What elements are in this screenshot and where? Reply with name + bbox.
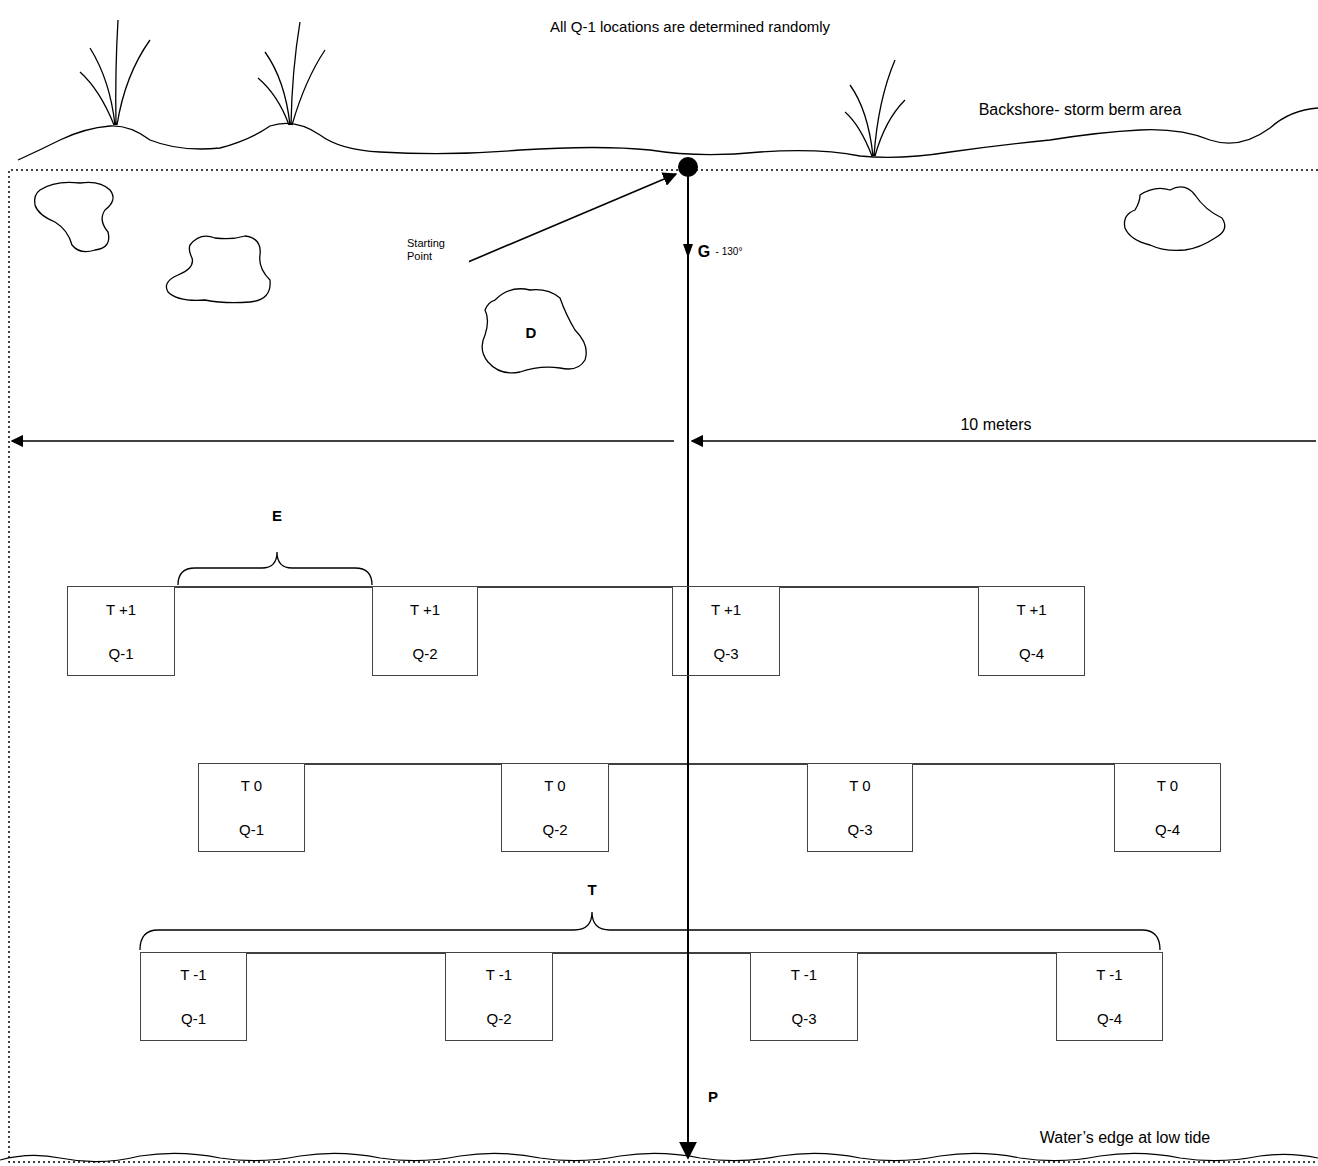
transect-label: T 0 <box>542 777 567 794</box>
rock <box>35 182 1225 373</box>
quadrat-label: Q-3 <box>845 821 874 838</box>
quadrat-box: T +1 Q-1 <box>67 586 175 676</box>
transect-label: T 0 <box>239 777 264 794</box>
quadrat-label: Q-2 <box>540 821 569 838</box>
quadrat-box: T 0 Q-2 <box>501 763 609 852</box>
transect-line <box>780 586 978 588</box>
quadrat-label: Q-2 <box>484 1010 513 1027</box>
waters-edge <box>0 1153 1318 1161</box>
quadrat-box: T +1 Q-3 <box>672 586 780 676</box>
baseline-transect <box>687 167 689 1158</box>
direction-arrowhead <box>683 244 693 258</box>
quadrat-box: T +1 Q-2 <box>372 586 478 676</box>
zone-label: Water’s edge at low tide <box>1038 1128 1212 1147</box>
zone-label: Backshore- storm berm area <box>977 100 1184 119</box>
transect-line <box>913 763 1114 765</box>
quadrat-box: T 0 Q-4 <box>1114 763 1221 852</box>
dimension-line <box>12 440 674 441</box>
quadrat-label: Q-1 <box>106 645 135 662</box>
quadrat-label: Q-4 <box>1095 1010 1124 1027</box>
callout-letter: G <box>696 242 712 261</box>
transect-label: T +1 <box>1014 601 1048 618</box>
quadrat-box: T 0 Q-3 <box>807 763 913 852</box>
transect-line <box>609 763 807 765</box>
transect-line <box>553 952 750 954</box>
brace <box>178 552 372 585</box>
dimension-label: 10 meters <box>958 415 1033 434</box>
study-area-boundary <box>9 170 1318 1162</box>
quadrat-label: Q-4 <box>1153 821 1182 838</box>
transect-line <box>305 763 501 765</box>
callout-letter: P <box>706 1088 720 1106</box>
bearing-label: - 130° <box>714 246 745 258</box>
transect-line <box>175 586 372 588</box>
callout-letter: T <box>585 881 598 899</box>
callout-letter: D <box>524 324 539 342</box>
quadrat-label: Q-3 <box>711 645 740 662</box>
transect-label: T 0 <box>1155 777 1180 794</box>
quadrat-label: Q-3 <box>789 1010 818 1027</box>
quadrat-box: T 0 Q-1 <box>198 763 305 852</box>
dimension-line <box>692 440 1316 441</box>
quadrat-label: Q-4 <box>1017 645 1046 662</box>
quadrat-box: T -1 Q-3 <box>750 952 858 1041</box>
grass-tuft <box>80 20 905 156</box>
pointer-arrow <box>468 174 676 262</box>
transect-line <box>478 586 672 588</box>
transect-label: T +1 <box>104 601 138 618</box>
transect-line <box>858 952 1056 954</box>
callout-label: Starting Point <box>405 237 469 263</box>
quadrat-label: Q-2 <box>410 645 439 662</box>
transect-label: T 0 <box>847 777 872 794</box>
transect-label: T +1 <box>408 601 442 618</box>
transect-label: T -1 <box>789 966 819 983</box>
transect-label: T +1 <box>709 601 743 618</box>
transect-label: T -1 <box>178 966 208 983</box>
brace <box>140 912 1160 950</box>
transect-label: T -1 <box>484 966 514 983</box>
quadrat-box: T +1 Q-4 <box>978 586 1085 676</box>
starting-point-dot <box>678 157 698 177</box>
quadrat-label: Q-1 <box>179 1010 208 1027</box>
transect-line <box>247 952 445 954</box>
quadrat-box: T -1 Q-1 <box>140 952 247 1041</box>
quadrat-label: Q-1 <box>237 821 266 838</box>
callout-letter: E <box>270 507 284 525</box>
quadrat-box: T -1 Q-4 <box>1056 952 1163 1041</box>
quadrat-box: T -1 Q-2 <box>445 952 553 1041</box>
note-text: All Q-1 locations are determined randoml… <box>548 18 832 36</box>
transect-label: T -1 <box>1094 966 1124 983</box>
